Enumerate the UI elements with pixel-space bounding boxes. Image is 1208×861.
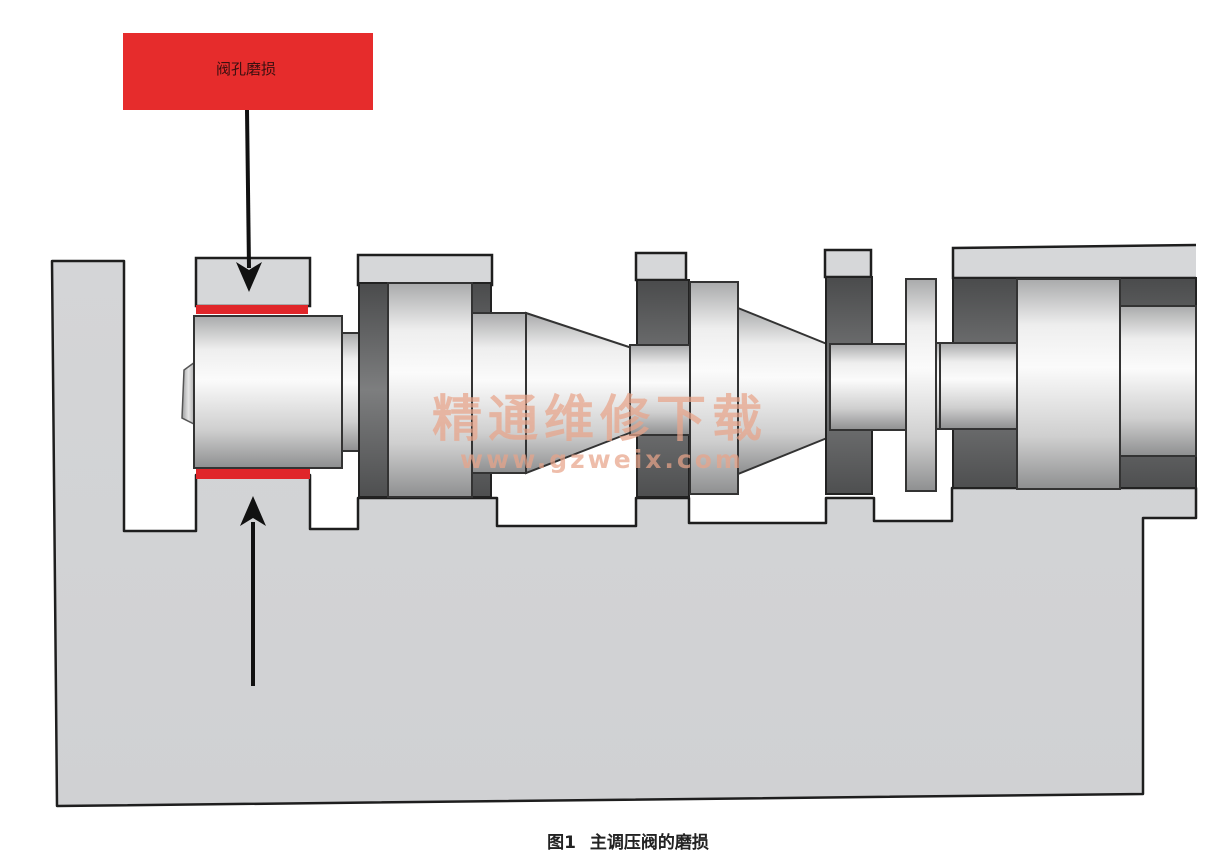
- figure-caption: 图1 主调压阀的磨损: [547, 832, 709, 853]
- bore-wear-top: [196, 305, 308, 314]
- housing-block-5: [951, 243, 1197, 280]
- spool-land-5: [1119, 305, 1197, 457]
- figure-number: 图1: [547, 833, 576, 853]
- bore-wear-bottom: [196, 469, 310, 479]
- figure-title: 主调压阀的磨损: [590, 832, 709, 853]
- spool-land-2: [387, 282, 473, 498]
- spool-neck-5: [939, 342, 1019, 430]
- arrow-up-head: [240, 496, 266, 526]
- watermark-cn: 精通维修下载: [432, 389, 768, 448]
- housing-block-2: [356, 253, 494, 287]
- housing-block-4: [823, 248, 873, 279]
- callout-text: 阀孔磨损: [216, 60, 276, 78]
- spool-land-1: [193, 315, 343, 469]
- spool-neck-2: [629, 344, 693, 436]
- arrow-down-shaft: [245, 109, 251, 269]
- spool-land-4: [1016, 278, 1121, 490]
- spool-disc: [905, 278, 937, 492]
- spool-land-3: [689, 281, 739, 495]
- arrow-down-head: [236, 262, 262, 292]
- spool-neck-3: [829, 343, 907, 431]
- housing-block-3: [634, 251, 688, 282]
- callout-box: [123, 33, 373, 110]
- watermark-url: www.gzweix.com: [460, 445, 744, 474]
- spool-land-2b: [471, 312, 527, 474]
